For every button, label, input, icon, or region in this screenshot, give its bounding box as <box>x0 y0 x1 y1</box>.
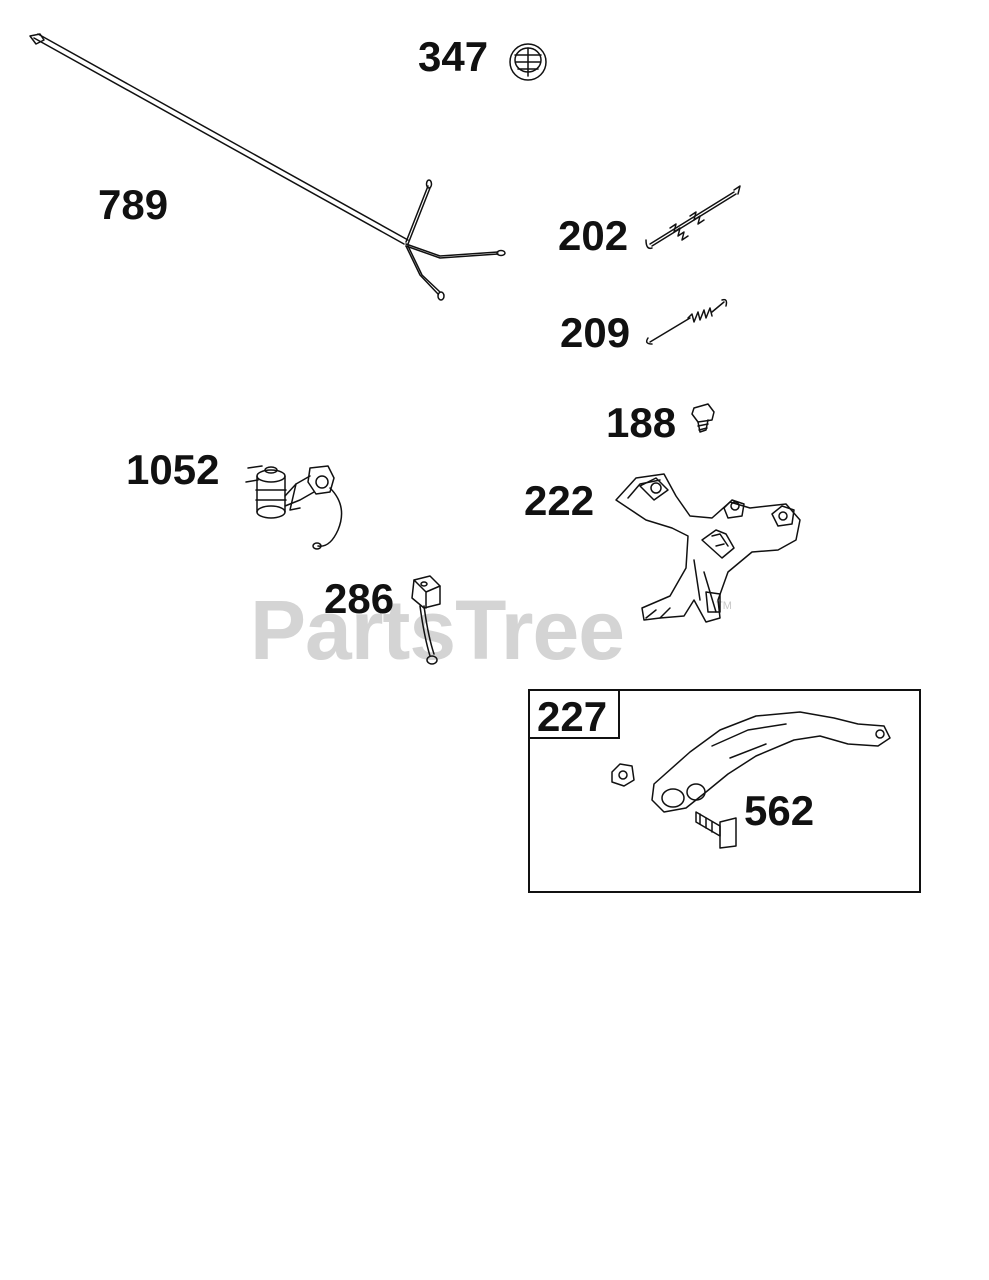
part-number-789: 789 <box>98 181 169 228</box>
part-number-222: 222 <box>524 477 595 524</box>
control-bracket-icon[interactable] <box>615 473 801 623</box>
lever-kit-icon[interactable] <box>611 711 891 813</box>
diode-icon[interactable] <box>411 575 441 665</box>
cap-icon[interactable] <box>509 43 547 81</box>
kit-label-tab <box>528 689 620 739</box>
governor-link-icon[interactable] <box>645 185 741 250</box>
part-number-209: 209 <box>560 309 631 356</box>
watermark: PartsTree <box>250 583 625 677</box>
kit-box-227 <box>528 689 921 893</box>
bolt-icon[interactable] <box>695 811 737 849</box>
part-number-188: 188 <box>606 399 677 446</box>
part-number-202: 202 <box>558 212 629 259</box>
part-number-347: 347 <box>418 33 489 80</box>
part-number-286: 286 <box>324 575 395 622</box>
screw-icon[interactable] <box>691 403 715 433</box>
wire-harness-icon[interactable] <box>29 33 506 301</box>
part-number-1052: 1052 <box>126 446 220 493</box>
spring-icon[interactable] <box>645 298 728 345</box>
solenoid-icon[interactable] <box>245 465 343 550</box>
part-number-562: 562 <box>744 787 815 834</box>
part-number-227: 227 <box>537 693 608 740</box>
